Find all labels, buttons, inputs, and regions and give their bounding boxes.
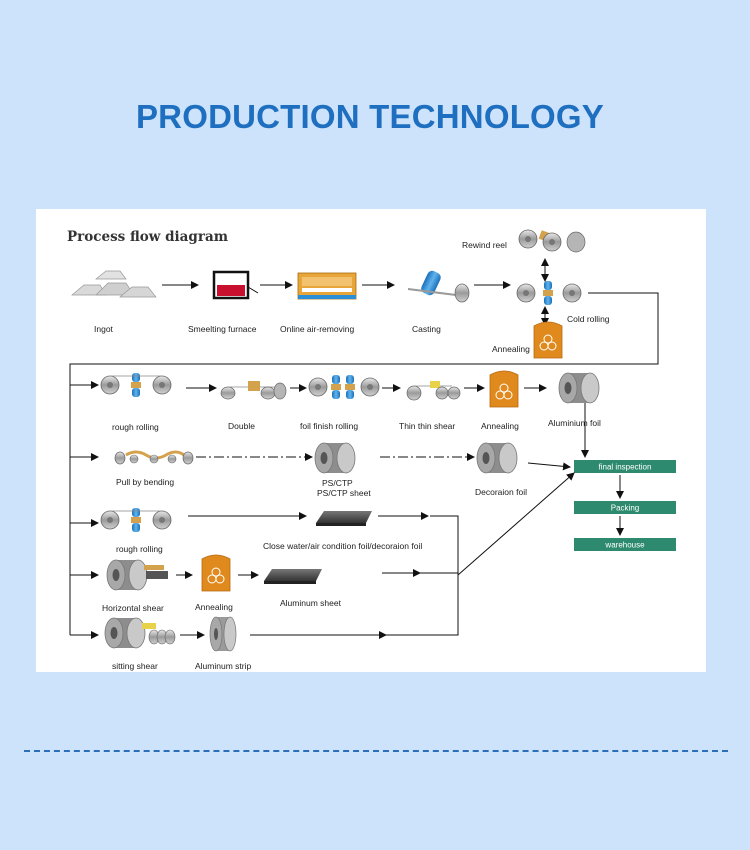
pull-bending-icon	[114, 450, 194, 465]
thin-shear-label: Thin thin shear	[399, 421, 455, 431]
warehouse-label: warehouse	[604, 541, 645, 550]
annealing-2-label: Annealing	[481, 421, 519, 431]
double-label: Double	[228, 421, 255, 431]
air-removing-label: Online air-removing	[280, 324, 354, 334]
final-inspection-box	[574, 460, 676, 473]
ingot-icon	[71, 270, 157, 298]
rewind-reel-label: Rewind reel	[462, 240, 507, 250]
packing-box	[574, 501, 676, 514]
aluminium-foil-label: Aluminium foil	[548, 418, 601, 428]
packing-label: Packing	[611, 504, 639, 513]
annealing-icon	[201, 554, 231, 592]
rough-rolling-icon	[101, 508, 171, 532]
rewind-reel-icon	[518, 229, 586, 253]
close-water-label: Close water/air condition foil/decoraion…	[263, 541, 422, 551]
ingot-label: Ingot	[94, 324, 114, 334]
slitting-shear-label: sitting shear	[112, 661, 158, 671]
smelting-furnace-icon	[212, 270, 259, 300]
page-title: PRODUCTION TECHNOLOGY	[135, 98, 605, 135]
cold-rolling-icon	[516, 281, 582, 305]
process-flow-diagram: Process flow diagram Ingot Smeelting fur…	[67, 229, 676, 671]
casting-label: Casting	[412, 324, 441, 334]
rough-rolling-icon	[101, 373, 171, 397]
casting-icon	[407, 270, 470, 303]
warehouse-box	[574, 538, 676, 551]
cold-rolling-label: Cold rolling	[567, 314, 610, 324]
thin-shear-icon	[406, 381, 461, 401]
decoration-foil-label: Decoraion foil	[475, 487, 527, 497]
process-flow-panel: Process flow diagram Ingot Smeelting fur…	[36, 209, 706, 672]
foil-finish-rolling-icon	[308, 375, 380, 399]
sheet-stack-icon	[316, 511, 372, 526]
decoration-foil-icon	[476, 442, 518, 474]
annealing-top-label: Annealing	[492, 344, 530, 354]
ps-ctp-label-2: PS/CTP sheet	[317, 488, 371, 498]
smelting-furnace-label: Smeelting furnace	[188, 324, 257, 334]
slitting-shear-icon	[104, 617, 176, 649]
annealing-icon	[533, 321, 563, 359]
double-icon	[220, 381, 287, 400]
connector-line	[69, 292, 659, 527]
aluminum-sheet-label: Aluminum sheet	[280, 598, 342, 608]
aluminum-sheet-icon	[264, 569, 322, 584]
rough-rolling-2-label: rough rolling	[116, 544, 163, 554]
annealing-icon	[489, 370, 519, 408]
rough-rolling-label: rough rolling	[112, 422, 159, 432]
arrow	[457, 472, 575, 576]
dashed-divider	[24, 750, 728, 752]
diagram-title: Process flow diagram	[67, 229, 228, 245]
foil-finish-rolling-label: foil finish rolling	[300, 421, 358, 431]
annealing-3-label: Annealing	[195, 602, 233, 612]
aluminum-strip-label: Aluminum strip	[195, 661, 251, 671]
aluminium-foil-icon	[558, 372, 600, 404]
ps-ctp-label-1: PS/CTP	[322, 478, 353, 488]
pull-bending-label: Pull by bending	[116, 477, 174, 487]
horizontal-shear-label: Horizontal shear	[102, 603, 164, 613]
connector-line	[386, 573, 459, 636]
ps-ctp-icon	[314, 442, 356, 474]
air-removing-icon	[297, 272, 357, 300]
final-inspection-label: final inspection	[599, 463, 652, 472]
connector-line	[430, 515, 459, 575]
arrow	[527, 462, 571, 471]
aluminum-strip-icon	[209, 616, 237, 652]
horizontal-shear-icon	[106, 559, 168, 591]
